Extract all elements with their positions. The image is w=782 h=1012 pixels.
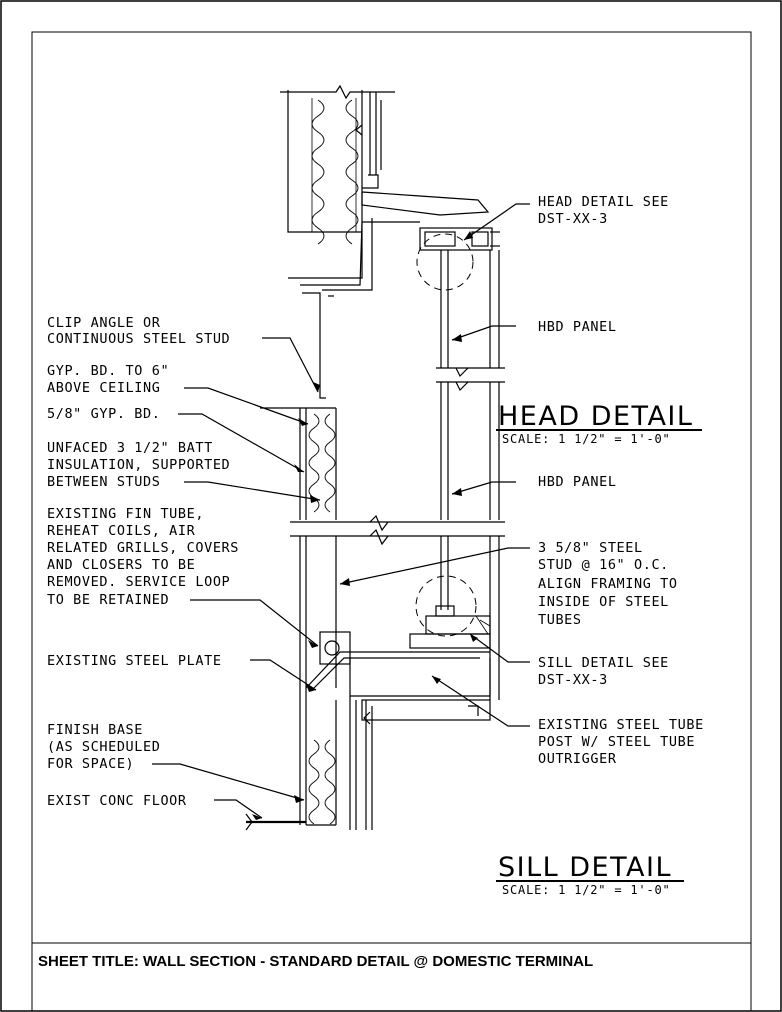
label-steel-stud-4: INSIDE OF STEEL — [538, 594, 669, 610]
label-fin-tube-3: RELATED GRILLS, COVERS — [47, 540, 239, 556]
label-steel-tube-3: OUTRIGGER — [538, 751, 617, 767]
right-labels: HEAD DETAIL SEE DST-XX-3 HBD PANEL HBD P… — [538, 194, 704, 767]
label-fin-tube-6: TO BE RETAINED — [47, 592, 169, 608]
inner-border — [31, 31, 752, 1012]
label-clip-angle-2: CONTINUOUS STEEL STUD — [47, 331, 230, 347]
sheet-title: SHEET TITLE: WALL SECTION - STANDARD DET… — [38, 953, 593, 970]
label-fin-tube-1: EXISTING FIN TUBE, — [47, 506, 204, 522]
label-batt-1: UNFACED 3 1/2" BATT — [47, 440, 213, 456]
head-detail-scale: SCALE: 1 1/2" = 1'-0" — [502, 432, 671, 446]
label-gyp-bd-6-1: GYP. BD. TO 6" — [47, 363, 169, 379]
label-gyp-bd-58: 5/8" GYP. BD. — [47, 406, 160, 422]
label-finish-base-3: FOR SPACE) — [47, 756, 134, 772]
sill-detail-title: SILL DETAIL — [498, 852, 672, 883]
label-gyp-bd-6-2: ABOVE CEILING — [47, 380, 160, 396]
label-batt-2: INSULATION, SUPPORTED — [47, 457, 230, 473]
label-hbd-panel-1: HBD PANEL — [538, 319, 617, 335]
head-detail-title-block: HEAD DETAIL SCALE: 1 1/2" = 1'-0" — [496, 401, 702, 446]
label-sill-see-2: DST-XX-3 — [538, 672, 608, 688]
wall-section-drawing — [245, 84, 505, 831]
label-finish-base-1: FINISH BASE — [47, 722, 143, 738]
label-sill-see-1: SILL DETAIL SEE — [538, 655, 669, 671]
label-batt-3: BETWEEN STUDS — [47, 474, 160, 490]
label-steel-stud-5: TUBES — [538, 612, 582, 628]
label-fin-tube-4: AND CLOSERS TO BE — [47, 557, 195, 573]
left-labels: CLIP ANGLE OR CONTINUOUS STEEL STUD GYP.… — [47, 315, 239, 809]
label-steel-stud-1: 3 5/8" STEEL — [538, 540, 643, 556]
label-fin-tube-5: REMOVED. SERVICE LOOP — [47, 574, 230, 590]
label-finish-base-2: (AS SCHEDULED — [47, 739, 160, 755]
label-hbd-panel-2: HBD PANEL — [538, 474, 617, 490]
label-steel-plate: EXISTING STEEL PLATE — [47, 653, 222, 669]
label-steel-tube-2: POST W/ STEEL TUBE — [538, 734, 695, 750]
label-fin-tube-2: REHEAT COILS, AIR — [47, 523, 196, 539]
label-steel-stud-2: STUD @ 16" O.C. — [538, 557, 669, 573]
label-steel-stud-3: ALIGN FRAMING TO — [538, 576, 678, 592]
label-conc-floor: EXIST CONC FLOOR — [47, 793, 187, 809]
label-clip-angle-1: CLIP ANGLE OR — [47, 315, 161, 331]
label-steel-tube-1: EXISTING STEEL TUBE — [538, 717, 704, 733]
sill-detail-title-block: SILL DETAIL SCALE: 1 1/2" = 1'-0" — [496, 852, 684, 897]
label-head-see-1: HEAD DETAIL SEE — [538, 194, 669, 210]
label-head-see-2: DST-XX-3 — [538, 211, 608, 227]
leader-lines — [152, 203, 530, 820]
head-detail-title: HEAD DETAIL — [498, 401, 693, 432]
sill-detail-scale: SCALE: 1 1/2" = 1'-0" — [502, 883, 671, 897]
